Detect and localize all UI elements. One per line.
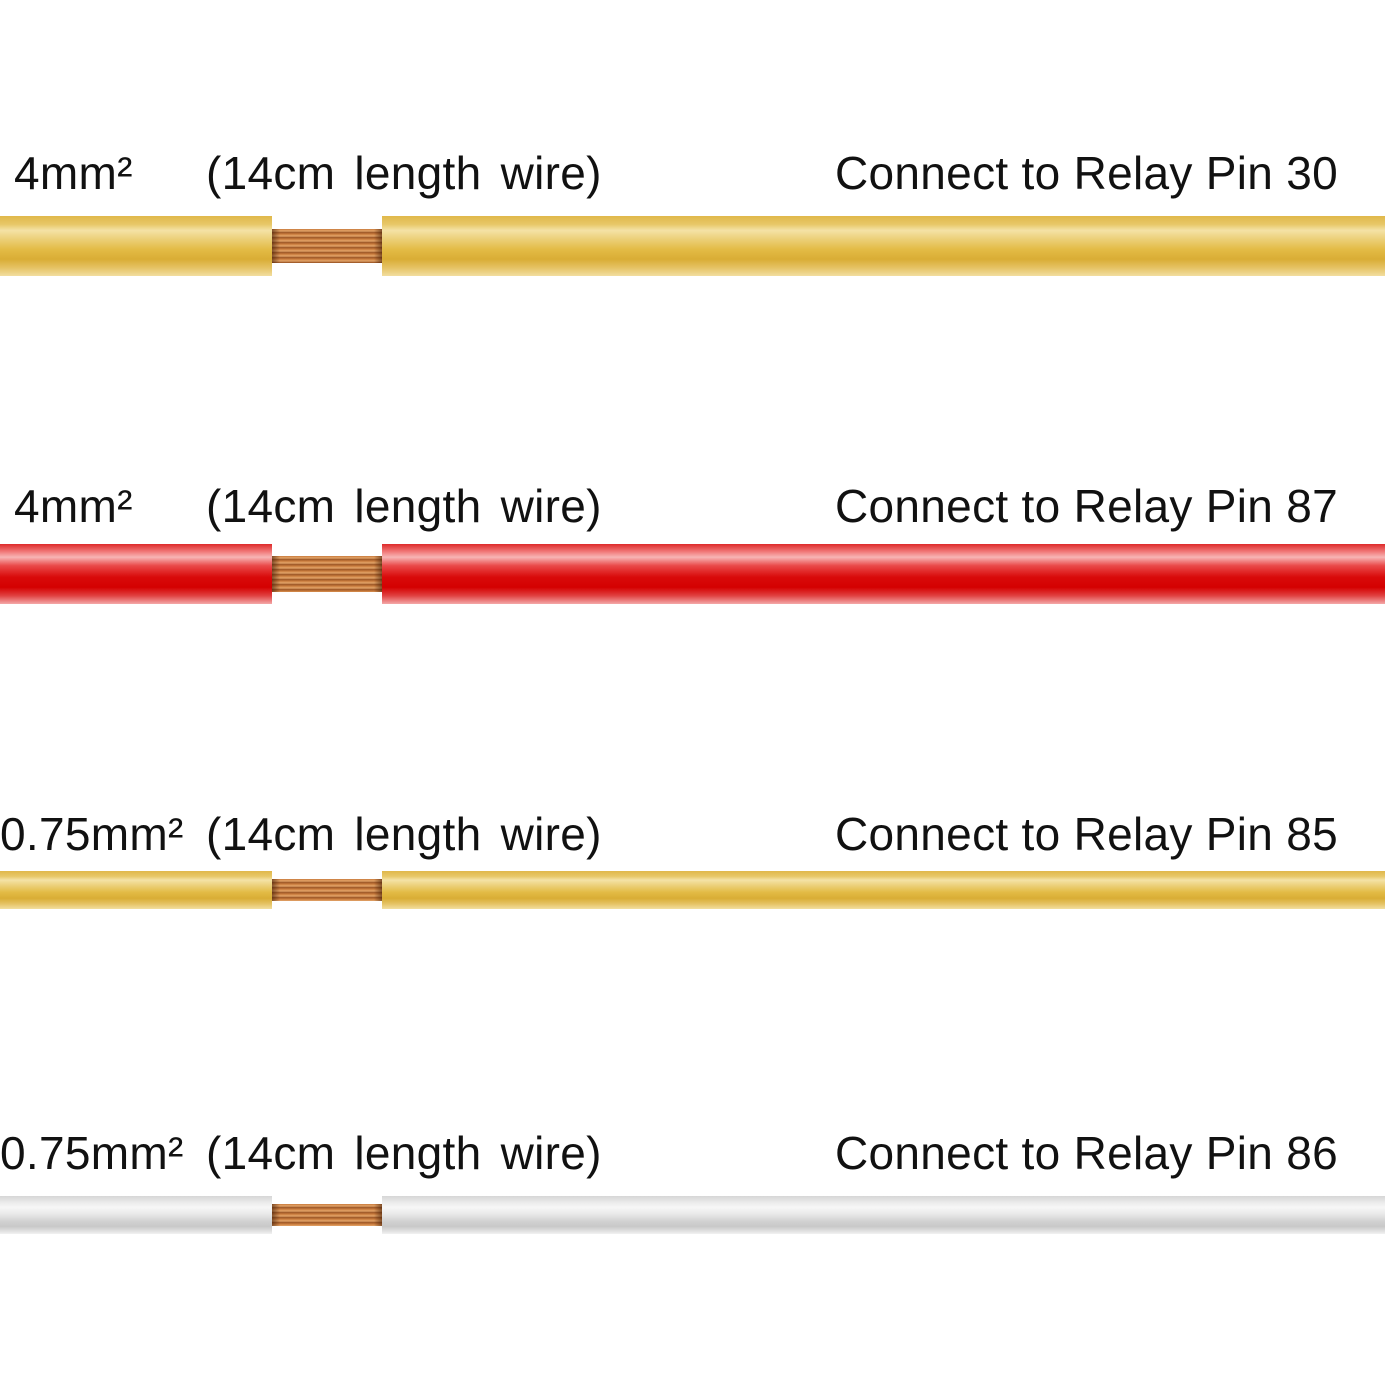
wire-length-label: (14cm length wire) — [206, 1127, 602, 1179]
relay-pin-label: Connect to Relay Pin 87 — [835, 480, 1338, 532]
wire-gauge-label: 4mm² — [14, 480, 133, 532]
wire-insulation-left — [0, 216, 272, 276]
exposed-copper-strands — [272, 556, 382, 592]
wire-insulation-right — [382, 216, 1385, 276]
wire-gauge-label: 4mm² — [14, 147, 133, 199]
wire-illustration — [0, 871, 1385, 909]
wire-insulation-left — [0, 544, 272, 604]
wire-gauge-label: 0.75mm² — [0, 1127, 184, 1179]
wire-insulation-left — [0, 1196, 272, 1234]
wire-illustration — [0, 544, 1385, 604]
exposed-copper-strands — [272, 1204, 382, 1226]
relay-pin-label: Connect to Relay Pin 85 — [835, 808, 1338, 860]
wire-length-label: (14cm length wire) — [206, 480, 602, 532]
wire-insulation-left — [0, 871, 272, 909]
wire-illustration — [0, 216, 1385, 276]
wire-insulation-right — [382, 871, 1385, 909]
wire-insulation-right — [382, 544, 1385, 604]
wire-illustration — [0, 1196, 1385, 1234]
relay-pin-label: Connect to Relay Pin 30 — [835, 147, 1338, 199]
wire-length-label: (14cm length wire) — [206, 808, 602, 860]
relay-pin-label: Connect to Relay Pin 86 — [835, 1127, 1338, 1179]
wire-insulation-right — [382, 1196, 1385, 1234]
exposed-copper-strands — [272, 229, 382, 263]
exposed-copper-strands — [272, 879, 382, 901]
wire-gauge-label: 0.75mm² — [0, 808, 184, 860]
wire-length-label: (14cm length wire) — [206, 147, 602, 199]
